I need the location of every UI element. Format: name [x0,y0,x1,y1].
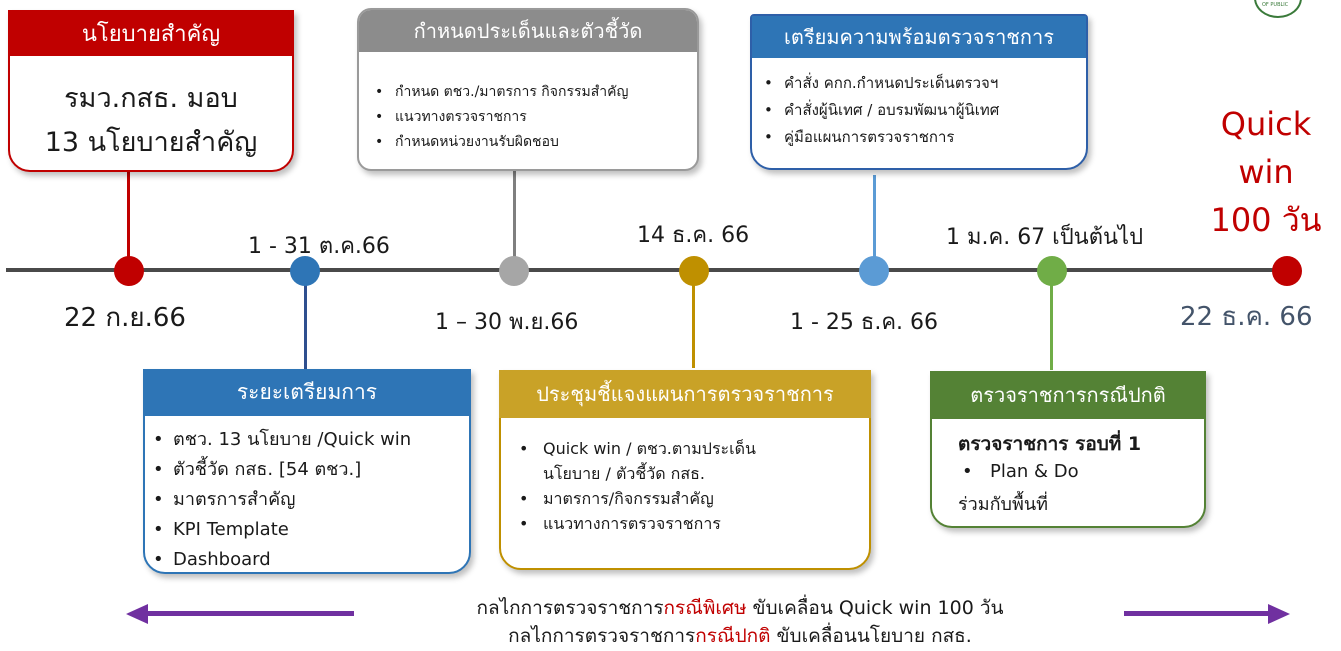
timeline-dot-2 [290,256,320,286]
connector-indicators [513,168,516,268]
date-label-1: 22 ก.ย.66 [64,303,186,333]
readiness-item: คู่มือแผนการตรวจราชการ [758,124,999,151]
indicators-card-header: กำหนดประเด็นและตัวชี้วัด [359,10,697,52]
meeting-item-2: • มาตรการ/กิจกรรมสำคัญ [519,489,714,508]
indicators-item: แนวทางตรวจราชการ [369,105,628,130]
footer-line-2-post: ขับเคลื่อนนโยบาย กสธ. [770,625,972,647]
timeline-dot-1 [114,256,144,286]
footer-line-2-highlight: กรณีปกติ [695,625,771,647]
prep-item: ตัวชี้วัด กสธ. [54 ตชว.] [147,455,411,485]
quick-win-line-2: win [1238,153,1294,191]
connector-normal [1050,270,1053,370]
normal-item-text: Plan & Do [990,461,1079,482]
date-label-2: 1 - 31 ต.ค.66 [248,234,390,259]
timeline-dot-3 [499,256,529,286]
prep-list: ตชว. 13 นโยบาย /Quick win ตัวชี้วัด กสธ.… [147,425,411,575]
timeline-dot-6 [1037,256,1067,286]
meeting-item-1-line-2: นโยบาย / ตัวชี้วัด กสธ. [543,464,705,483]
prep-item: Dashboard [147,545,411,575]
meeting-item-2-text: มาตรการ/กิจกรรมสำคัญ [543,489,714,508]
prep-item: มาตรการสำคัญ [147,485,411,515]
date-label-3: 1 – 30 พ.ย.66 [435,310,579,335]
prep-item: ตชว. 13 นโยบาย /Quick win [147,425,411,455]
timeline-dot-4 [679,256,709,286]
meeting-item-3-text: แนวทางการตรวจราชการ [543,514,721,533]
policy-line-1: รมว.กสธ. มอบ [64,83,238,114]
ministry-logo: OF PUBLIC [1254,0,1302,18]
connector-prep [304,270,307,370]
readiness-item: คำสั่งผู้นิเทศ / อบรมพัฒนาผู้นิเทศ [758,97,999,124]
readiness-card-header: เตรียมความพร้อมตรวจราชการ [752,16,1086,58]
normal-item: •Plan & Do [962,461,1079,482]
readiness-list: คำสั่ง คกก.กำหนดประเด็นตรวจฯ คำสั่งผู้นิ… [758,70,999,151]
date-label-4: 14 ธ.ค. 66 [637,223,750,248]
indicators-item: กำหนด ตชว./มาตรการ กิจกรรมสำคัญ [369,80,628,105]
footer-line-1-pre: กลไกการตรวจราชการ [476,597,664,619]
readiness-item: คำสั่ง คกก.กำหนดประเด็นตรวจฯ [758,70,999,97]
quick-win-label: Quick win 100 วัน [1196,100,1336,244]
normal-card: ตรวจราชการกรณีปกติ ตรวจราชการ รอบที่ 1 •… [930,371,1206,528]
indicators-item: กำหนดหน่วยงานรับผิดชอบ [369,130,628,155]
footer-line-1-highlight: กรณีพิเศษ [663,597,747,619]
prep-item: KPI Template [147,515,411,545]
footer-line-1-post: ขับเคลื่อน Quick win 100 วัน [746,597,1004,619]
readiness-card: เตรียมความพร้อมตรวจราชการ คำสั่ง คกก.กำห… [750,14,1088,170]
prep-card: ระยะเตรียมการ ตชว. 13 นโยบาย /Quick win … [143,369,471,575]
footer-line-2: กลไกการตรวจราชการกรณีปกติ ขับเคลื่อนนโยบ… [370,621,1110,651]
connector-meeting [692,270,695,368]
footer-line-1: กลไกการตรวจราชการกรณีพิเศษ ขับเคลื่อน Qu… [370,593,1110,623]
timeline-dot-5 [859,256,889,286]
date-label-6: 1 ม.ค. 67 เป็นต้นไป [946,225,1144,250]
timeline-dot-7 [1272,256,1302,286]
quick-win-line-1: Quick [1220,105,1312,143]
indicators-list: กำหนด ตชว./มาตรการ กิจกรรมสำคัญ แนวทางตร… [369,80,628,155]
footer-line-2-pre: กลไกการตรวจราชการ [508,625,696,647]
meeting-item-1-line-1: Quick win / ตชว.ตามประเด็น [543,439,756,458]
normal-card-header: ตรวจราชการกรณีปกติ [930,371,1206,419]
prep-card-header: ระยะเตรียมการ [143,369,471,416]
logo-text: OF PUBLIC [1262,2,1289,8]
connector-policy [127,168,130,270]
normal-round: ตรวจราชการ รอบที่ 1 [958,433,1142,455]
quick-win-line-3: 100 วัน [1210,201,1322,239]
date-label-5: 1 - 25 ธ.ค. 66 [790,310,939,335]
meeting-item-1: • Quick win / ตชว.ตามประเด็น นโยบาย / ตั… [515,436,756,486]
date-label-7: 22 ธ.ค. 66 [1180,302,1313,332]
policy-card-header: นโยบายสำคัญ [8,10,294,56]
meeting-card-header: ประชุมชี้แจงแผนการตรวจราชการ [499,370,871,418]
policy-line-2: 13 นโยบายสำคัญ [44,127,258,158]
right-arrow [1124,604,1290,624]
normal-line: ร่วมกับพื้นที่ [958,494,1048,515]
timeline-axis [6,268,1288,272]
meeting-list: • Quick win / ตชว.ตามประเด็น นโยบาย / ตั… [515,436,756,536]
left-arrow [126,604,354,624]
meeting-card: ประชุมชี้แจงแผนการตรวจราชการ • Quick win… [499,370,871,570]
policy-card: นโยบายสำคัญ รมว.กสธ. มอบ 13 นโยบายสำคัญ [8,10,294,172]
indicators-card: กำหนดประเด็นและตัวชี้วัด กำหนด ตชว./มาตร… [357,8,699,171]
connector-readiness [873,175,876,270]
meeting-item-3: • แนวทางการตรวจราชการ [519,514,721,533]
